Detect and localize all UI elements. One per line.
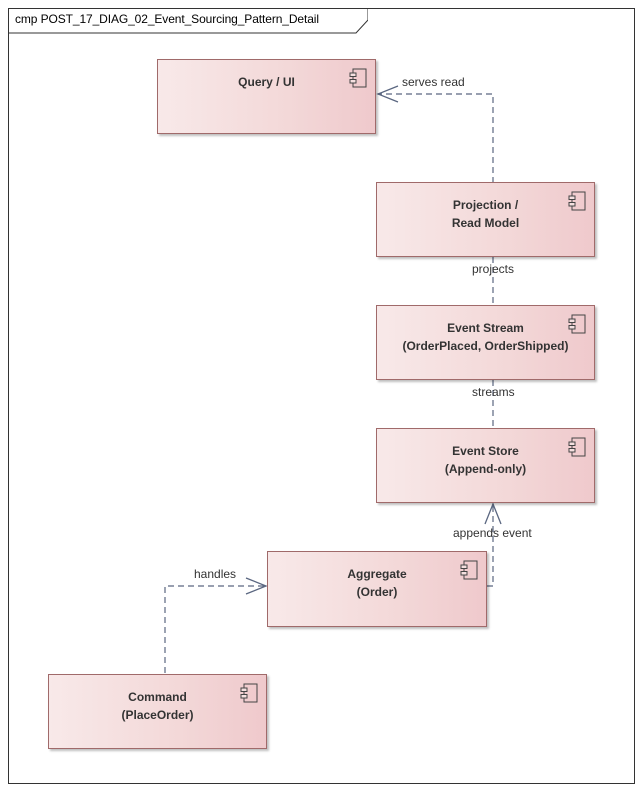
- component-icon: [460, 560, 478, 580]
- command-component[interactable]: Command (PlaceOrder): [48, 674, 267, 749]
- event-store-name: Event Store: [452, 444, 519, 458]
- serves-read-connector[interactable]: [378, 93, 494, 183]
- streams-label: streams: [472, 385, 515, 399]
- serves-read-arrowhead: [376, 85, 399, 103]
- command-name: Command: [128, 690, 187, 704]
- component-title: Aggregate (Order): [268, 565, 486, 601]
- handles-connector[interactable]: [164, 585, 266, 673]
- component-title: Event Store (Append-only): [377, 442, 594, 478]
- component-icon: [568, 191, 586, 211]
- projection-subtitle: Read Model: [451, 216, 520, 230]
- component-icon: [568, 437, 586, 457]
- component-icon: [568, 314, 586, 334]
- component-icon: [240, 683, 258, 703]
- aggregate-subtitle: (Order): [356, 585, 398, 599]
- frame-title: cmp POST_17_DIAG_02_Event_Sourcing_Patte…: [15, 12, 319, 26]
- query-ui-name: Query / UI: [238, 75, 295, 89]
- component-title: Command (PlaceOrder): [49, 688, 266, 724]
- diagram-frame: [8, 8, 635, 784]
- component-title: Query / UI: [158, 73, 375, 91]
- component-icon: [349, 68, 367, 88]
- appends-event-label: appends event: [453, 526, 532, 540]
- aggregate-component[interactable]: Aggregate (Order): [267, 551, 487, 627]
- component-title: Projection / Read Model: [377, 196, 594, 232]
- projects-label: projects: [472, 262, 515, 276]
- event-store-component[interactable]: Event Store (Append-only): [376, 428, 595, 503]
- event-stream-component[interactable]: Event Stream (OrderPlaced, OrderShipped): [376, 305, 595, 380]
- handles-arrowhead: [245, 577, 268, 595]
- query-ui-component[interactable]: Query / UI: [157, 59, 376, 134]
- event-store-subtitle: (Append-only): [444, 462, 527, 476]
- handles-label: handles: [194, 567, 237, 581]
- projection-name: Projection /: [452, 198, 519, 212]
- aggregate-name: Aggregate: [347, 567, 407, 581]
- command-subtitle: (PlaceOrder): [121, 708, 194, 722]
- event-stream-name: Event Stream: [447, 321, 524, 335]
- projection-component[interactable]: Projection / Read Model: [376, 182, 595, 257]
- appends-event-arrowhead: [484, 502, 502, 525]
- component-title: Event Stream (OrderPlaced, OrderShipped): [377, 319, 594, 355]
- event-stream-subtitle: (OrderPlaced, OrderShipped): [402, 339, 569, 353]
- appends-event-connector[interactable]: [487, 504, 494, 587]
- serves-read-label: serves read: [402, 75, 465, 89]
